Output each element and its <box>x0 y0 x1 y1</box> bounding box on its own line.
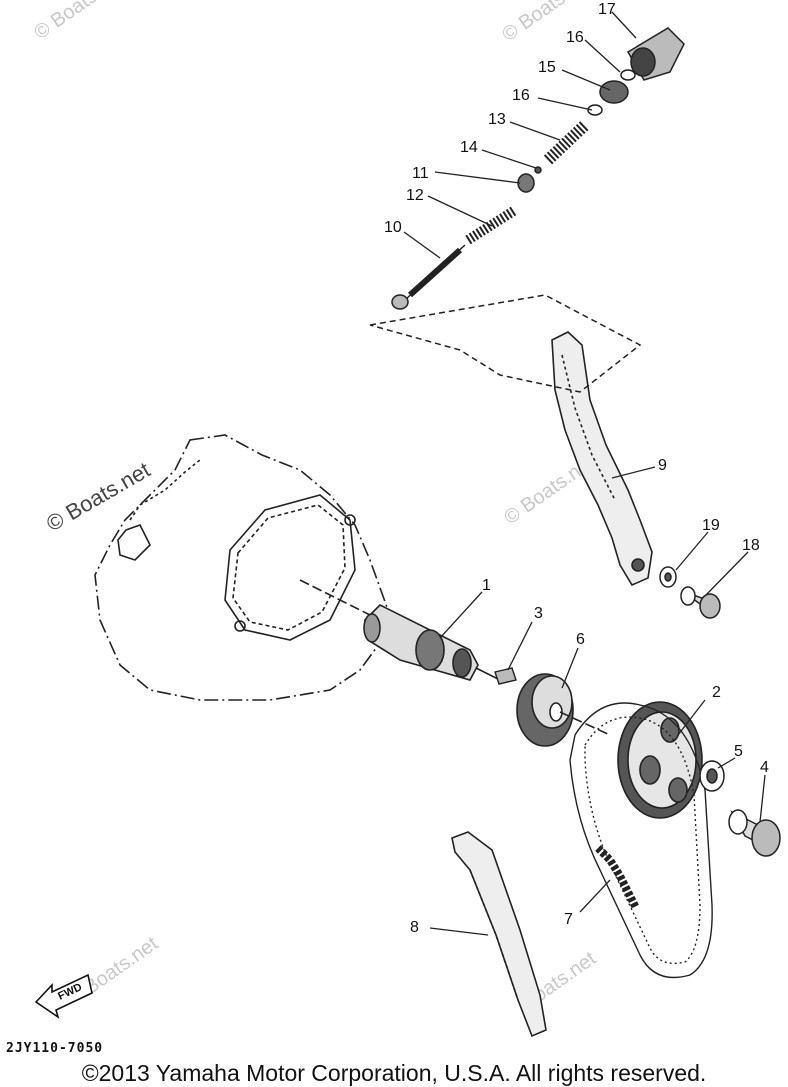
callout-10: 10 <box>384 219 402 236</box>
callout-14: 14 <box>460 139 478 156</box>
callout-17: 17 <box>598 1 616 18</box>
callout-5: 5 <box>734 743 743 760</box>
leader-lines <box>403 11 766 936</box>
watermark-left: © Boats.net <box>42 457 154 536</box>
tensioner-assembly <box>369 27 685 393</box>
callout-3: 3 <box>534 605 543 622</box>
callout-15: 15 <box>538 59 556 76</box>
callout-1: 1 <box>482 577 491 594</box>
cylinder-head-outline <box>94 434 389 701</box>
callout-12: 12 <box>406 187 424 204</box>
chain-guide <box>451 831 547 1038</box>
timing-chain <box>569 702 713 979</box>
diagram-code: 2JY110-7050 <box>6 1041 104 1056</box>
tensioner-guide <box>551 331 653 587</box>
dowel-pin <box>494 667 517 685</box>
callout-16b: 16 <box>566 29 584 46</box>
callout-11: 11 <box>412 165 429 182</box>
callout-13: 13 <box>488 111 506 128</box>
watermark-bottom-left: Boats.net <box>80 932 162 999</box>
camshaft <box>299 579 501 681</box>
callout-19: 19 <box>702 517 720 534</box>
guide-bolt-and-washer <box>659 566 721 619</box>
callout-7: 7 <box>564 911 573 928</box>
callout-6: 6 <box>576 631 585 648</box>
fwd-arrow: FWD <box>34 973 93 1019</box>
callout-4: 4 <box>760 759 769 776</box>
callout-labels: 1 2 3 4 5 6 7 8 9 10 11 12 13 14 15 16 1… <box>384 1 769 936</box>
decompressor-cam <box>516 673 611 747</box>
callout-16a: 16 <box>512 87 530 104</box>
callout-8: 8 <box>410 919 419 936</box>
copyright-notice: ©2013 Yamaha Motor Corporation, U.S.A. A… <box>81 1060 707 1086</box>
watermark-top-left: © Boats.net <box>30 0 129 44</box>
washer-and-bolt <box>699 760 781 857</box>
callout-2: 2 <box>712 684 721 701</box>
callout-18: 18 <box>742 537 760 554</box>
watermarks: © Boats.net © Boats.net © Boats.net © Bo… <box>30 0 600 1014</box>
callout-9: 9 <box>658 457 667 474</box>
